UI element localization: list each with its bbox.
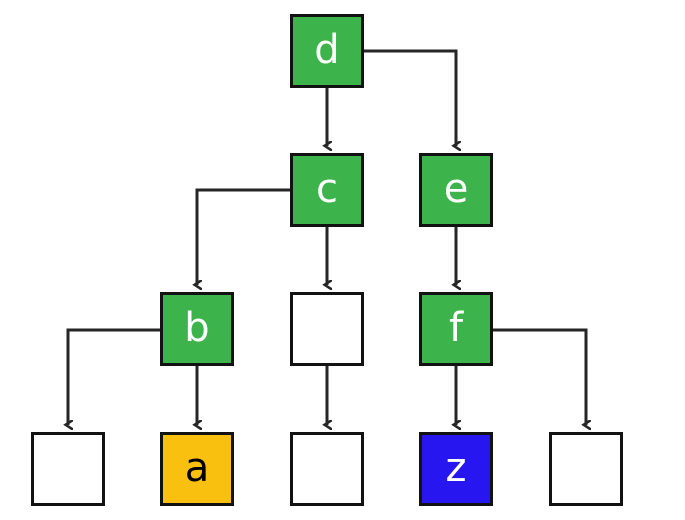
node-b[interactable]: b: [160, 292, 234, 366]
node-a[interactable]: a: [160, 432, 234, 506]
node-mid-empty[interactable]: [290, 432, 364, 506]
node-z[interactable]: z: [419, 432, 493, 506]
node-d[interactable]: d: [290, 14, 364, 88]
node-c-child-empty[interactable]: [290, 292, 364, 366]
edge-f-to-empty-right: [493, 328, 586, 425]
node-label-d: d: [314, 27, 340, 73]
node-e[interactable]: e: [419, 153, 493, 227]
node-label-f: f: [448, 305, 464, 351]
node-b-left-empty[interactable]: [31, 432, 105, 506]
node-label-z: z: [445, 445, 467, 491]
edge-b-to-empty-left: [68, 328, 160, 425]
node-f-right-empty[interactable]: [549, 432, 623, 506]
node-label-e: e: [443, 166, 469, 212]
edge-c-to-b: [197, 188, 290, 285]
node-label-b: b: [184, 305, 210, 351]
edges-group: [68, 49, 586, 425]
node-label-c: c: [316, 166, 338, 212]
edge-d-to-e: [364, 49, 456, 146]
node-label-a: a: [184, 445, 210, 491]
node-c[interactable]: c: [290, 153, 364, 227]
node-f[interactable]: f: [419, 292, 493, 366]
